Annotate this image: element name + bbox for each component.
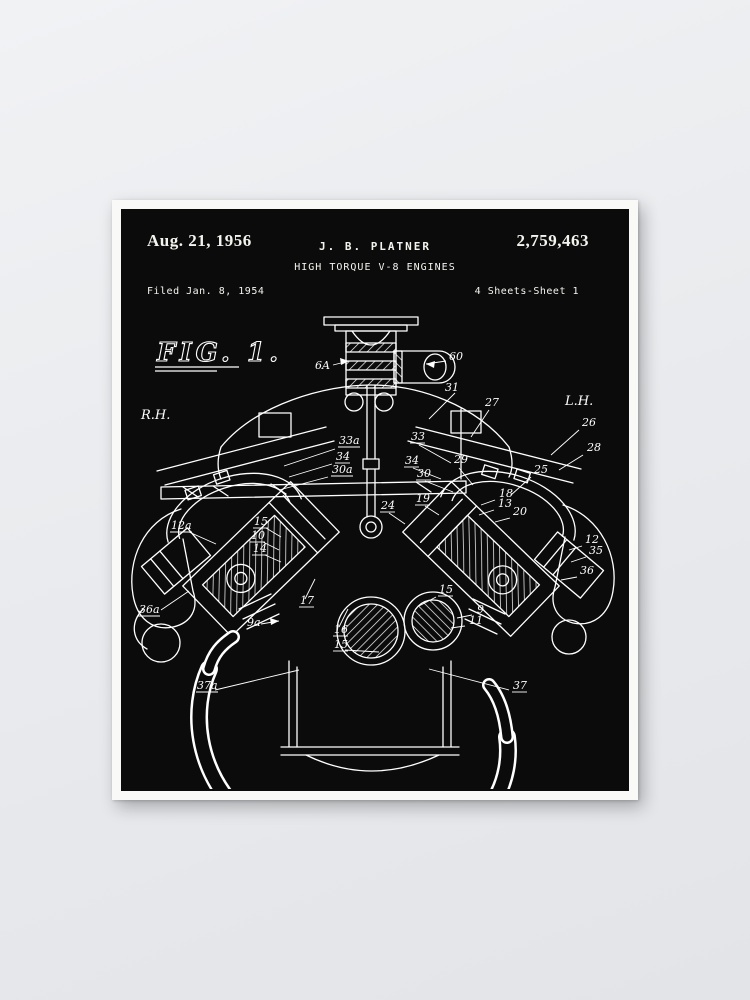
ref-label-33: 33 — [411, 430, 425, 443]
ref-label-14: 14 — [253, 542, 267, 555]
filed-date: Filed Jan. 8, 1954 — [147, 286, 265, 297]
leader-line — [478, 509, 495, 516]
leader-line — [480, 499, 496, 506]
center-shaft — [160, 384, 467, 539]
ref-label-26: 26 — [581, 416, 596, 429]
leader-line — [283, 448, 336, 467]
leader-line — [428, 392, 456, 420]
patent-date: Aug. 21, 1956 — [147, 231, 252, 250]
ref-label-6a: 6A — [315, 359, 330, 372]
leader-line — [418, 444, 452, 464]
ref-label-36: 36 — [580, 564, 594, 577]
ref-label-20: 20 — [512, 505, 527, 518]
leader-line — [412, 467, 442, 480]
leader-line — [456, 614, 473, 619]
leader-line — [214, 669, 300, 691]
ref-label-37a: 37a — [197, 679, 218, 692]
leader-line — [160, 590, 190, 611]
patent-poster: Aug. 21, 1956 J. B. PLATNER 2,759,463 HI… — [112, 200, 638, 800]
engine-drawing: FIG. 1. — [131, 316, 615, 789]
leader-line — [262, 541, 280, 551]
leader-line — [560, 576, 578, 581]
leader-line — [568, 545, 583, 551]
ref-label-16: 16 — [334, 623, 348, 636]
ref-label-9a: 9a — [247, 616, 261, 629]
leader-line — [458, 467, 474, 486]
figure-label: FIG. 1. — [156, 338, 282, 368]
patent-title: HIGH TORQUE V-8 ENGINES — [294, 262, 456, 273]
ref-label-9: 9 — [477, 603, 484, 616]
ref-label-33a: 33a — [339, 434, 360, 447]
leader-line — [425, 360, 447, 365]
ref-label-34: 34 — [405, 454, 419, 467]
ref-label-11: 11 — [469, 614, 483, 627]
leader-line — [265, 527, 282, 538]
carburetor-stack — [323, 316, 456, 412]
ref-label-28: 28 — [586, 441, 601, 454]
leader-line — [338, 608, 349, 628]
leader-line — [344, 649, 380, 653]
ref-label-12a: 12a — [171, 519, 192, 532]
ref-label-30a: 30a — [332, 463, 353, 476]
ref-label-19: 19 — [416, 492, 430, 505]
crankshaft-section — [336, 591, 463, 666]
ref-label-15: 15 — [254, 515, 268, 528]
leader-line — [278, 476, 329, 491]
leader-line — [558, 454, 584, 471]
intake-dome — [156, 384, 582, 486]
leader-line — [388, 512, 406, 525]
ref-label-18: 18 — [499, 487, 513, 500]
ref-label-29: 29 — [453, 453, 468, 466]
leader-line — [550, 429, 580, 456]
ref-label-17: 17 — [300, 594, 314, 607]
leader-line — [424, 480, 454, 493]
ref-label-35: 35 — [589, 544, 603, 557]
leader-line — [494, 517, 511, 523]
figure-label-underline — [155, 366, 239, 372]
patent-sheet: Aug. 21, 1956 J. B. PLATNER 2,759,463 HI… — [121, 209, 629, 791]
ref-label-37: 37 — [513, 679, 527, 692]
ref-label-12: 12 — [585, 533, 599, 546]
exhaust-pipes — [190, 593, 517, 789]
oil-pan — [280, 660, 460, 772]
ref-label-13: 13 — [498, 497, 512, 510]
ref-label-15: 15 — [334, 638, 348, 651]
leader-line — [188, 531, 217, 545]
leader-line — [424, 505, 440, 516]
ref-label-10: 10 — [251, 529, 265, 542]
left-accessory-housing — [131, 508, 212, 663]
ref-label-31: 31 — [445, 381, 459, 394]
right-accessory-housing — [533, 504, 615, 655]
engine-outline — [131, 316, 615, 789]
leader-line — [332, 360, 350, 366]
ref-label-24: 24 — [380, 499, 395, 512]
patent-number: 2,759,463 — [516, 231, 589, 250]
inventor-name: J. B. PLATNER — [318, 240, 432, 253]
ref-label-25: 25 — [533, 463, 548, 476]
leader-line — [510, 476, 532, 496]
ref-label-60: 60 — [449, 350, 463, 363]
right-rocker-cover — [440, 464, 576, 541]
ref-label-rh: R.H. — [140, 408, 170, 423]
leader-line — [264, 554, 282, 563]
leader-line — [288, 463, 333, 478]
left-cylinder-bank — [182, 481, 340, 637]
leader-arrowheads — [270, 358, 435, 625]
leader-line — [470, 409, 490, 438]
ref-label-30: 30 — [417, 467, 431, 480]
leader-line — [304, 578, 316, 600]
ref-label-15: 15 — [439, 583, 453, 596]
leader-line — [418, 596, 437, 607]
ref-label-27: 27 — [484, 396, 499, 409]
ref-label-34: 34 — [336, 450, 350, 463]
leader-line — [570, 556, 587, 563]
ref-label-36a: 36a — [139, 603, 160, 616]
leader-line — [260, 620, 280, 625]
leader-line — [428, 668, 510, 691]
leader-line — [450, 625, 466, 629]
ref-label-lh: L.H. — [564, 394, 593, 409]
sheet-number: 4 Sheets-Sheet 1 — [474, 286, 579, 297]
